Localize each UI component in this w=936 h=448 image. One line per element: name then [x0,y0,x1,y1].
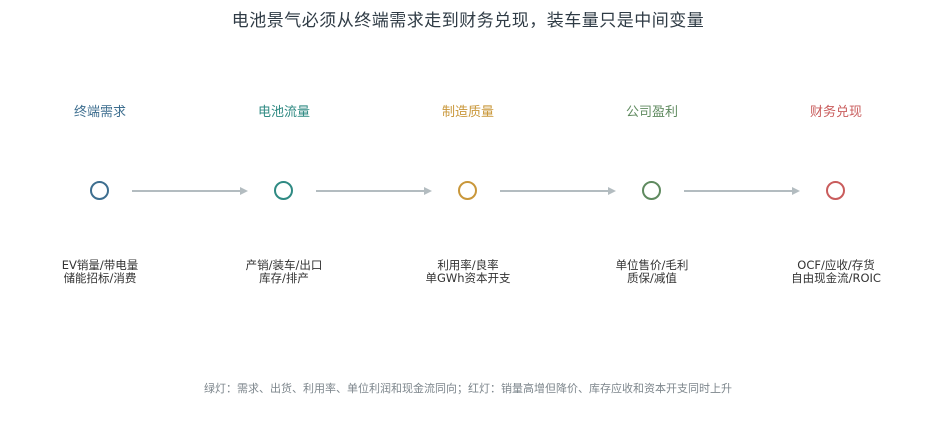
metric-line: EV销量/带电量 [61,258,139,272]
flow-arrow-1 [132,187,248,195]
flow-arrow-3 [500,187,616,195]
stage-node-manufacturing-quality [458,181,477,200]
stage-metrics-manufacturing-quality: 利用率/良率 单GWh资本开支 [383,259,553,285]
stage-metrics-financial-realization: OCF/应收/存货 自由现金流/ROIC [751,259,921,285]
metric-line: 单GWh资本开支 [425,271,511,285]
stage-metrics-terminal-demand: EV销量/带电量 储能招标/消费 [15,259,185,285]
signal-footnote: 绿灯：需求、出货、利用率、单位利润和现金流同向；红灯：销量高增但降价、库存应收和… [204,382,732,395]
metric-line: 自由现金流/ROIC [791,271,881,285]
metric-line: 产销/装车/出口 [245,258,323,272]
stage-label-company-profit: 公司盈利 [625,105,678,120]
stage-label-terminal-demand: 终端需求 [73,105,126,120]
stage-metrics-battery-flow: 产销/装车/出口 库存/排产 [199,259,369,285]
stage-label-battery-flow: 电池流量 [257,105,310,120]
metric-line: 质保/减值 [627,271,677,285]
stage-node-battery-flow [274,181,293,200]
flow-arrow-4 [684,187,800,195]
metric-line: 单位售价/毛利 [615,258,689,272]
diagram-title: 电池景气必须从终端需求走到财务兑现，装车量只是中间变量 [231,11,705,31]
stage-node-company-profit [642,181,661,200]
stage-label-manufacturing-quality: 制造质量 [441,105,494,120]
stage-node-terminal-demand [90,181,109,200]
metric-line: 储能招标/消费 [63,271,137,285]
stage-label-financial-realization: 财务兑现 [809,105,862,120]
flow-arrow-2 [316,187,432,195]
stage-node-financial-realization [826,181,845,200]
metric-line: 利用率/良率 [437,258,499,272]
stage-metrics-company-profit: 单位售价/毛利 质保/减值 [567,259,737,285]
metric-line: 库存/排产 [259,271,309,285]
metric-line: OCF/应收/存货 [797,258,875,272]
